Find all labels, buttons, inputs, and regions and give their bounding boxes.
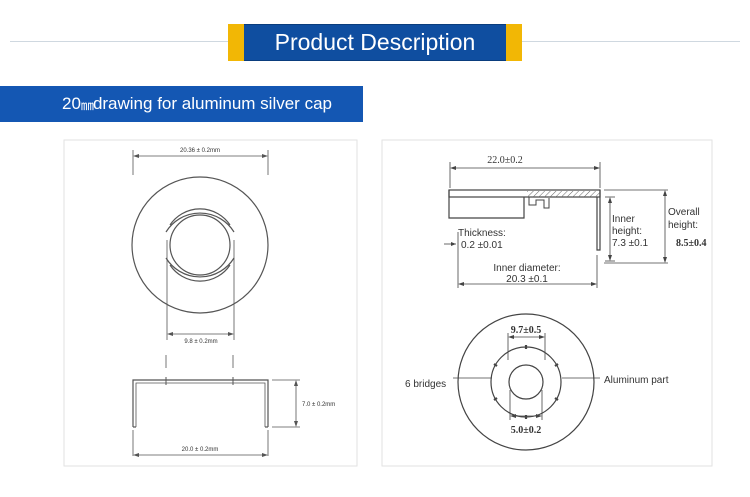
- overall-height-label-line1: Overall: [668, 207, 700, 218]
- cap-width-label: 22.0±0.2: [487, 155, 523, 166]
- left-top-ring-view: [131, 150, 269, 340]
- width-dimension-label: 20.0 ± 0.2mm: [182, 447, 219, 453]
- overall-height-label-line2: height:: [668, 220, 698, 231]
- inner-diameter-label: 9.8 ± 0.2mm: [184, 339, 217, 345]
- aluminum-part-label: Aluminum part: [604, 375, 669, 386]
- overall-height-value: 8.5±0.4: [676, 238, 707, 249]
- thickness-label: Thickness:: [458, 228, 506, 239]
- inner-diameter-value: 20.3 ±0.1: [506, 274, 548, 285]
- right-drawing-frame: [381, 139, 713, 467]
- right-bottom-top-view: [453, 313, 600, 451]
- right-top-cross-section: [444, 162, 668, 288]
- center-hole-label: 5.0±0.2: [511, 425, 542, 436]
- subtitle-text: drawing for aluminum silver cap: [92, 94, 332, 113]
- banner-accent-left: [228, 24, 244, 61]
- inner-diameter-caption: Inner diameter:: [493, 263, 560, 274]
- section-banner: Product Description: [228, 24, 522, 61]
- height-dimension-label: 7.0 ± 0.2mm: [302, 402, 335, 408]
- inner-height-label-line2: height:: [612, 226, 642, 237]
- inner-height-label-line1: Inner: [612, 214, 635, 225]
- overall-diameter-label: 20.36 ± 0.2mm: [180, 148, 220, 154]
- banner-accent-right: [506, 24, 522, 61]
- left-drawing-frame: [63, 139, 358, 467]
- bridge-span-label: 9.7±0.5: [511, 325, 542, 336]
- subtitle-size: 20: [62, 94, 81, 113]
- thickness-value: 0.2 ±0.01: [461, 240, 503, 251]
- inner-height-value: 7.3 ±0.1: [612, 238, 649, 249]
- bridges-label: 6 bridges: [405, 379, 446, 390]
- left-bottom-side-view: [132, 355, 300, 457]
- subtitle-unit: ㎜: [80, 97, 94, 113]
- banner-title: Product Description: [244, 24, 506, 61]
